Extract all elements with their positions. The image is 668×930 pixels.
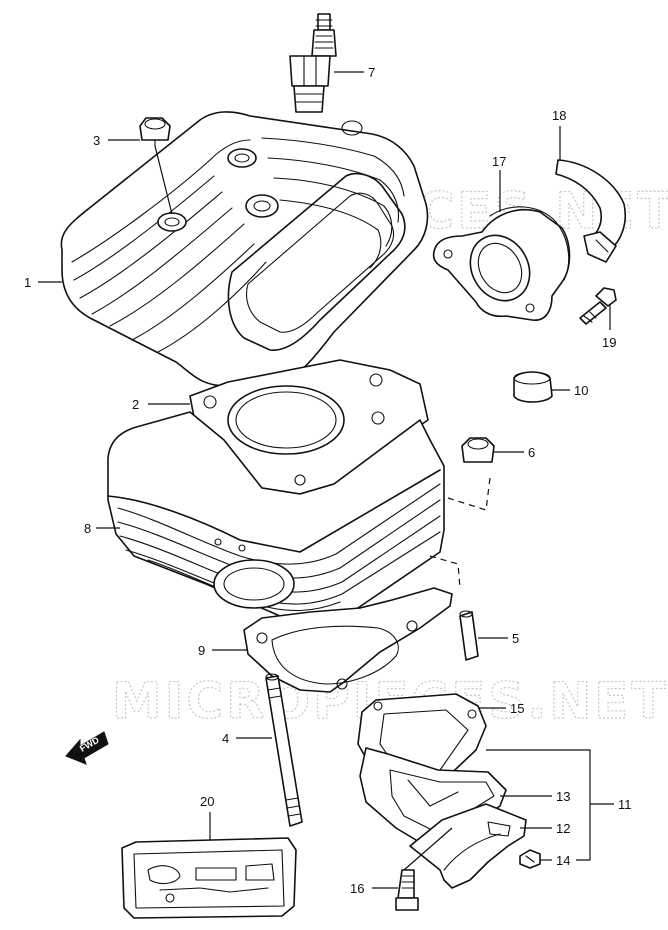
reed-bolt: [395, 869, 419, 911]
cylinder-block: [107, 411, 445, 623]
cylinder-head: [60, 111, 429, 387]
manifold-screw: [519, 849, 541, 869]
callout-11: 11: [618, 797, 632, 812]
callout-5: 5: [512, 631, 519, 646]
callout-13: 13: [556, 789, 570, 804]
callout-4: 4: [222, 731, 229, 746]
callout-2: 2: [132, 397, 139, 412]
gasket-set-bag: [121, 837, 297, 919]
rubber-cap: [513, 371, 553, 403]
callout-3: 3: [93, 133, 100, 148]
leader-lines: [38, 71, 614, 889]
callout-7: 7: [368, 65, 375, 80]
intake-clamp: [555, 159, 626, 263]
stud-bolt: [265, 673, 303, 827]
callout-18: 18: [552, 108, 566, 123]
base-gasket: [243, 587, 453, 693]
callout-1: 1: [24, 275, 31, 290]
clamp-bolt: [579, 287, 617, 325]
callout-14: 14: [556, 853, 570, 868]
callout-19: 19: [602, 335, 616, 350]
callout-15: 15: [510, 701, 524, 716]
intake-pipe: [432, 206, 571, 321]
callout-9: 9: [198, 643, 205, 658]
callout-labels: 7 3 1 2 8 9 4 5 6 10 17 18 19 15 13 11 1…: [24, 65, 632, 896]
callout-17: 17: [492, 154, 506, 169]
callout-12: 12: [556, 821, 570, 836]
cylinder-nut: [461, 437, 495, 463]
callout-10: 10: [574, 383, 588, 398]
spark-plug: [289, 13, 337, 113]
intake-manifold: [409, 803, 527, 889]
callout-8: 8: [84, 521, 91, 536]
dowel-pin: [459, 610, 479, 661]
head-nut: [139, 117, 171, 147]
callout-6: 6: [528, 445, 535, 460]
callout-16: 16: [350, 881, 364, 896]
callout-20: 20: [200, 794, 214, 809]
forward-arrow-icon: FWD: [65, 731, 109, 765]
